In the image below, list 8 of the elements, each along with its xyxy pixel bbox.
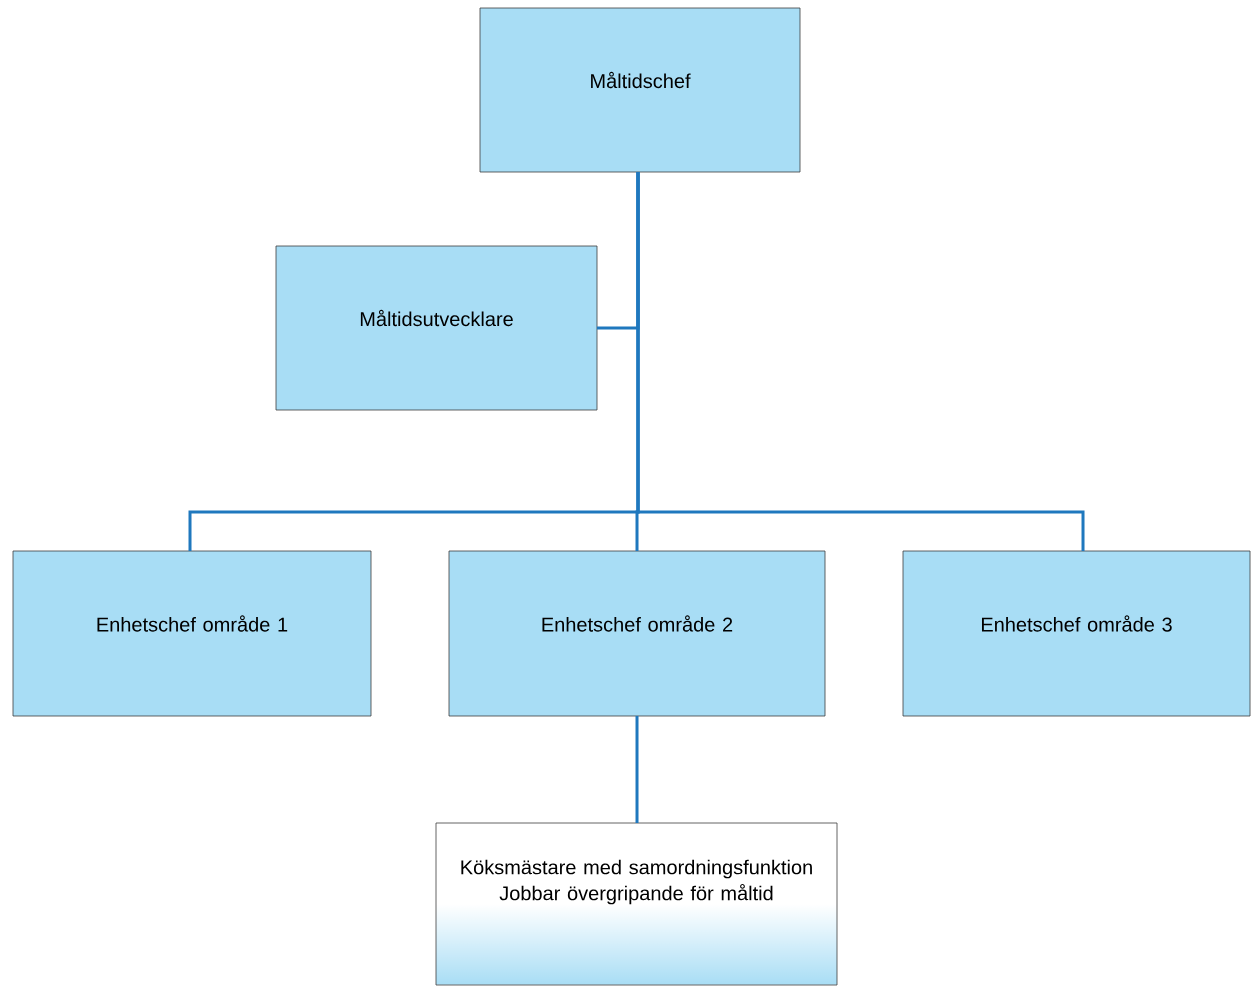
org-box: Enhetschef område 2: [448, 550, 826, 717]
connector-line: [636, 172, 1085, 551]
connector-line: [635, 716, 639, 823]
org-box: Enhetschef område 3: [902, 550, 1251, 717]
org-box: Måltidschef: [479, 7, 801, 173]
org-box: Måltidsutvecklare: [275, 245, 598, 411]
org-box: Enhetschef område 1: [12, 550, 372, 717]
org-box: Köksmästare med samordningsfunktion Jobbar övergripande för måltid: [435, 822, 838, 986]
